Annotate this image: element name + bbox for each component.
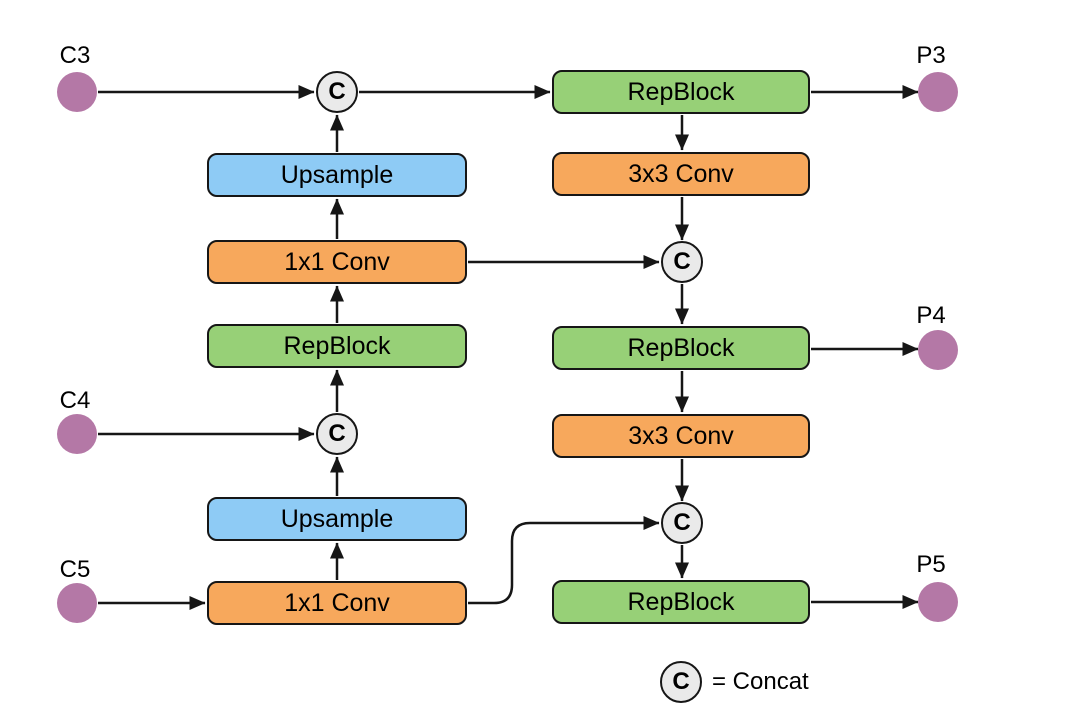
block-label: RepBlock (627, 587, 735, 616)
block-label: 3x3 Conv (628, 421, 734, 450)
output-node-p5 (918, 582, 958, 622)
concat-symbol: C (673, 248, 691, 275)
input-label-c5: C5 (59, 556, 91, 583)
concat-node-4: C (661, 502, 703, 544)
block-label: 1x1 Conv (284, 247, 390, 276)
block-label: 1x1 Conv (284, 588, 390, 617)
concat-symbol: C (673, 509, 691, 536)
block-label: Upsample (280, 504, 394, 533)
concat-node-2: C (661, 241, 703, 283)
output-node-p4 (918, 330, 958, 370)
block-label: 3x3 Conv (628, 159, 734, 188)
arrow-conv1x1-bottom-to-concat4 (468, 516, 660, 605)
concat-node-1: C (316, 71, 358, 113)
block-conv3x3-bottom: 3x3 Conv (552, 414, 810, 458)
block-label: Upsample (280, 160, 394, 189)
input-node-c3 (57, 72, 97, 112)
block-repblock-p3: RepBlock (552, 70, 810, 114)
output-label-p4: P4 (916, 302, 946, 329)
block-conv3x3-top: 3x3 Conv (552, 152, 810, 196)
concat-node-3: C (316, 413, 358, 455)
block-repblock-p4: RepBlock (552, 326, 810, 370)
concat-symbol: C (328, 420, 346, 447)
block-upsample-bottom: Upsample (207, 497, 467, 541)
output-label-p3: P3 (916, 42, 946, 69)
block-upsample-top: Upsample (207, 153, 467, 197)
block-conv1x1-bottom: 1x1 Conv (207, 581, 467, 625)
legend-text: = Concat (712, 668, 809, 695)
input-node-c4 (57, 414, 97, 454)
concat-symbol: C (672, 668, 690, 695)
block-label: RepBlock (627, 77, 735, 106)
block-label: RepBlock (283, 331, 391, 360)
concat-symbol: C (328, 78, 346, 105)
input-label-c3: C3 (59, 42, 91, 69)
output-node-p3 (918, 72, 958, 112)
block-repblock-left: RepBlock (207, 324, 467, 368)
output-label-p5: P5 (916, 551, 946, 578)
block-conv1x1-top: 1x1 Conv (207, 240, 467, 284)
legend-concat-icon: C (660, 661, 702, 703)
block-repblock-p5: RepBlock (552, 580, 810, 624)
input-node-c5 (57, 583, 97, 623)
input-label-c4: C4 (59, 387, 91, 414)
block-label: RepBlock (627, 333, 735, 362)
